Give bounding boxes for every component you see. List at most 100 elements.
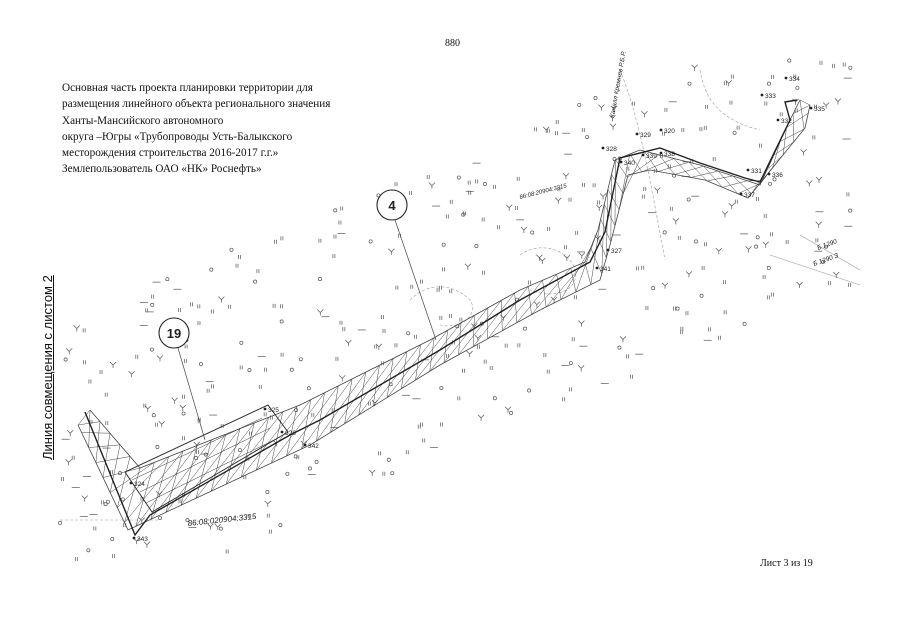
grass-symbol bbox=[504, 343, 508, 348]
grass-symbol bbox=[206, 388, 210, 393]
grass-symbol bbox=[182, 436, 185, 441]
hatch-line bbox=[124, 450, 184, 523]
hatch-line bbox=[110, 462, 155, 493]
hatch-line bbox=[761, 155, 774, 181]
hatch-line bbox=[358, 372, 367, 416]
tree-symbol bbox=[595, 204, 603, 211]
hatch-line bbox=[117, 456, 131, 508]
grass-symbol bbox=[581, 128, 585, 133]
hatch-line bbox=[241, 406, 298, 478]
bush-symbol bbox=[368, 239, 373, 244]
tree-symbol bbox=[179, 404, 187, 412]
survey-point-marker bbox=[619, 160, 623, 164]
bush-symbol bbox=[675, 306, 680, 311]
tree-symbol bbox=[609, 114, 616, 122]
tree-symbol bbox=[73, 325, 81, 332]
grass-symbol bbox=[575, 231, 579, 236]
grass-symbol bbox=[734, 199, 738, 204]
survey-point-label: 331 bbox=[751, 168, 762, 175]
bush-symbol bbox=[848, 208, 853, 213]
edge-label-1: Б 1290 bbox=[816, 238, 838, 252]
terrain-symbols bbox=[58, 58, 853, 562]
grass-symbol bbox=[449, 314, 452, 319]
grass-symbol bbox=[178, 499, 182, 504]
right-of-way-corridor bbox=[77, 99, 811, 531]
grass-symbol bbox=[405, 450, 409, 455]
grass-symbol bbox=[61, 477, 64, 482]
grass-symbol bbox=[489, 365, 493, 370]
callout-4: 4 bbox=[376, 189, 437, 341]
survey-point-label: 332 bbox=[781, 118, 792, 125]
hatch-line bbox=[604, 204, 616, 226]
grass-symbol bbox=[568, 197, 572, 202]
bush-symbol bbox=[795, 85, 800, 90]
bush-symbol bbox=[772, 177, 777, 182]
hatch-line bbox=[180, 428, 241, 506]
tree-symbol bbox=[218, 296, 225, 303]
hatch-line bbox=[607, 189, 620, 210]
tree-symbol bbox=[158, 420, 166, 428]
cadastral-label-main: 86:08:020904:3315 bbox=[187, 512, 257, 528]
bush-symbol bbox=[439, 386, 444, 390]
hatch-line bbox=[514, 292, 518, 323]
grass-symbol bbox=[463, 211, 466, 216]
grass-symbol bbox=[342, 327, 346, 332]
grass-symbol bbox=[112, 554, 115, 559]
grass-symbol bbox=[493, 184, 496, 189]
bush-symbol bbox=[185, 518, 190, 523]
hatch-line bbox=[226, 411, 283, 485]
survey-point-marker bbox=[303, 443, 307, 447]
bush-symbol bbox=[150, 302, 155, 307]
tree-symbol bbox=[550, 296, 558, 303]
bush-symbol bbox=[209, 267, 214, 272]
hatch-line bbox=[81, 432, 111, 434]
survey-point-marker bbox=[129, 481, 133, 485]
bush-symbol bbox=[686, 197, 691, 202]
grass-symbol bbox=[701, 266, 705, 271]
hatch-line bbox=[102, 433, 111, 478]
bush-symbol bbox=[386, 457, 391, 462]
survey-point-label: 324 bbox=[134, 481, 145, 488]
bush-symbol bbox=[755, 235, 760, 240]
bush-symbol bbox=[577, 102, 582, 107]
grass-symbol bbox=[264, 367, 267, 372]
grass-symbol bbox=[211, 384, 214, 389]
grass-symbol bbox=[280, 304, 283, 309]
tree-symbol bbox=[654, 187, 661, 194]
bush-symbol bbox=[406, 331, 411, 336]
grass-symbol bbox=[340, 206, 344, 211]
tree-symbol bbox=[338, 375, 346, 382]
grass-symbol bbox=[239, 365, 243, 370]
tree-symbol bbox=[800, 149, 807, 156]
grass-symbol bbox=[555, 119, 559, 124]
bush-symbol bbox=[483, 182, 487, 186]
grass-symbol bbox=[763, 214, 767, 219]
hatch-line bbox=[150, 439, 212, 520]
grass-symbol bbox=[828, 281, 831, 286]
bush-symbol bbox=[768, 181, 772, 186]
grass-symbol bbox=[238, 255, 241, 260]
survey-point-marker bbox=[595, 266, 599, 270]
grass-symbol bbox=[846, 192, 850, 197]
callout-4-label: 4 bbox=[388, 198, 396, 213]
tree-symbol bbox=[81, 495, 88, 502]
bush-symbol bbox=[456, 175, 461, 180]
hatch-line bbox=[722, 180, 748, 188]
tree-symbol bbox=[520, 226, 528, 234]
tree-symbol bbox=[65, 459, 72, 466]
tree-symbol bbox=[504, 406, 512, 413]
tree-symbol bbox=[66, 429, 74, 437]
bush-symbol bbox=[307, 466, 312, 471]
survey-point-label: 336 bbox=[772, 172, 783, 179]
bush-symbol bbox=[824, 244, 828, 249]
bush-symbol bbox=[194, 456, 198, 460]
hatch-line bbox=[443, 307, 489, 363]
grass-symbol bbox=[235, 263, 239, 268]
grass-symbol bbox=[641, 194, 645, 199]
grass-symbol bbox=[151, 294, 155, 299]
grass-symbol bbox=[680, 330, 684, 335]
grass-symbol bbox=[249, 431, 252, 436]
hatch-line bbox=[673, 158, 692, 178]
grass-symbol bbox=[664, 107, 668, 112]
tree-symbol bbox=[721, 211, 729, 218]
